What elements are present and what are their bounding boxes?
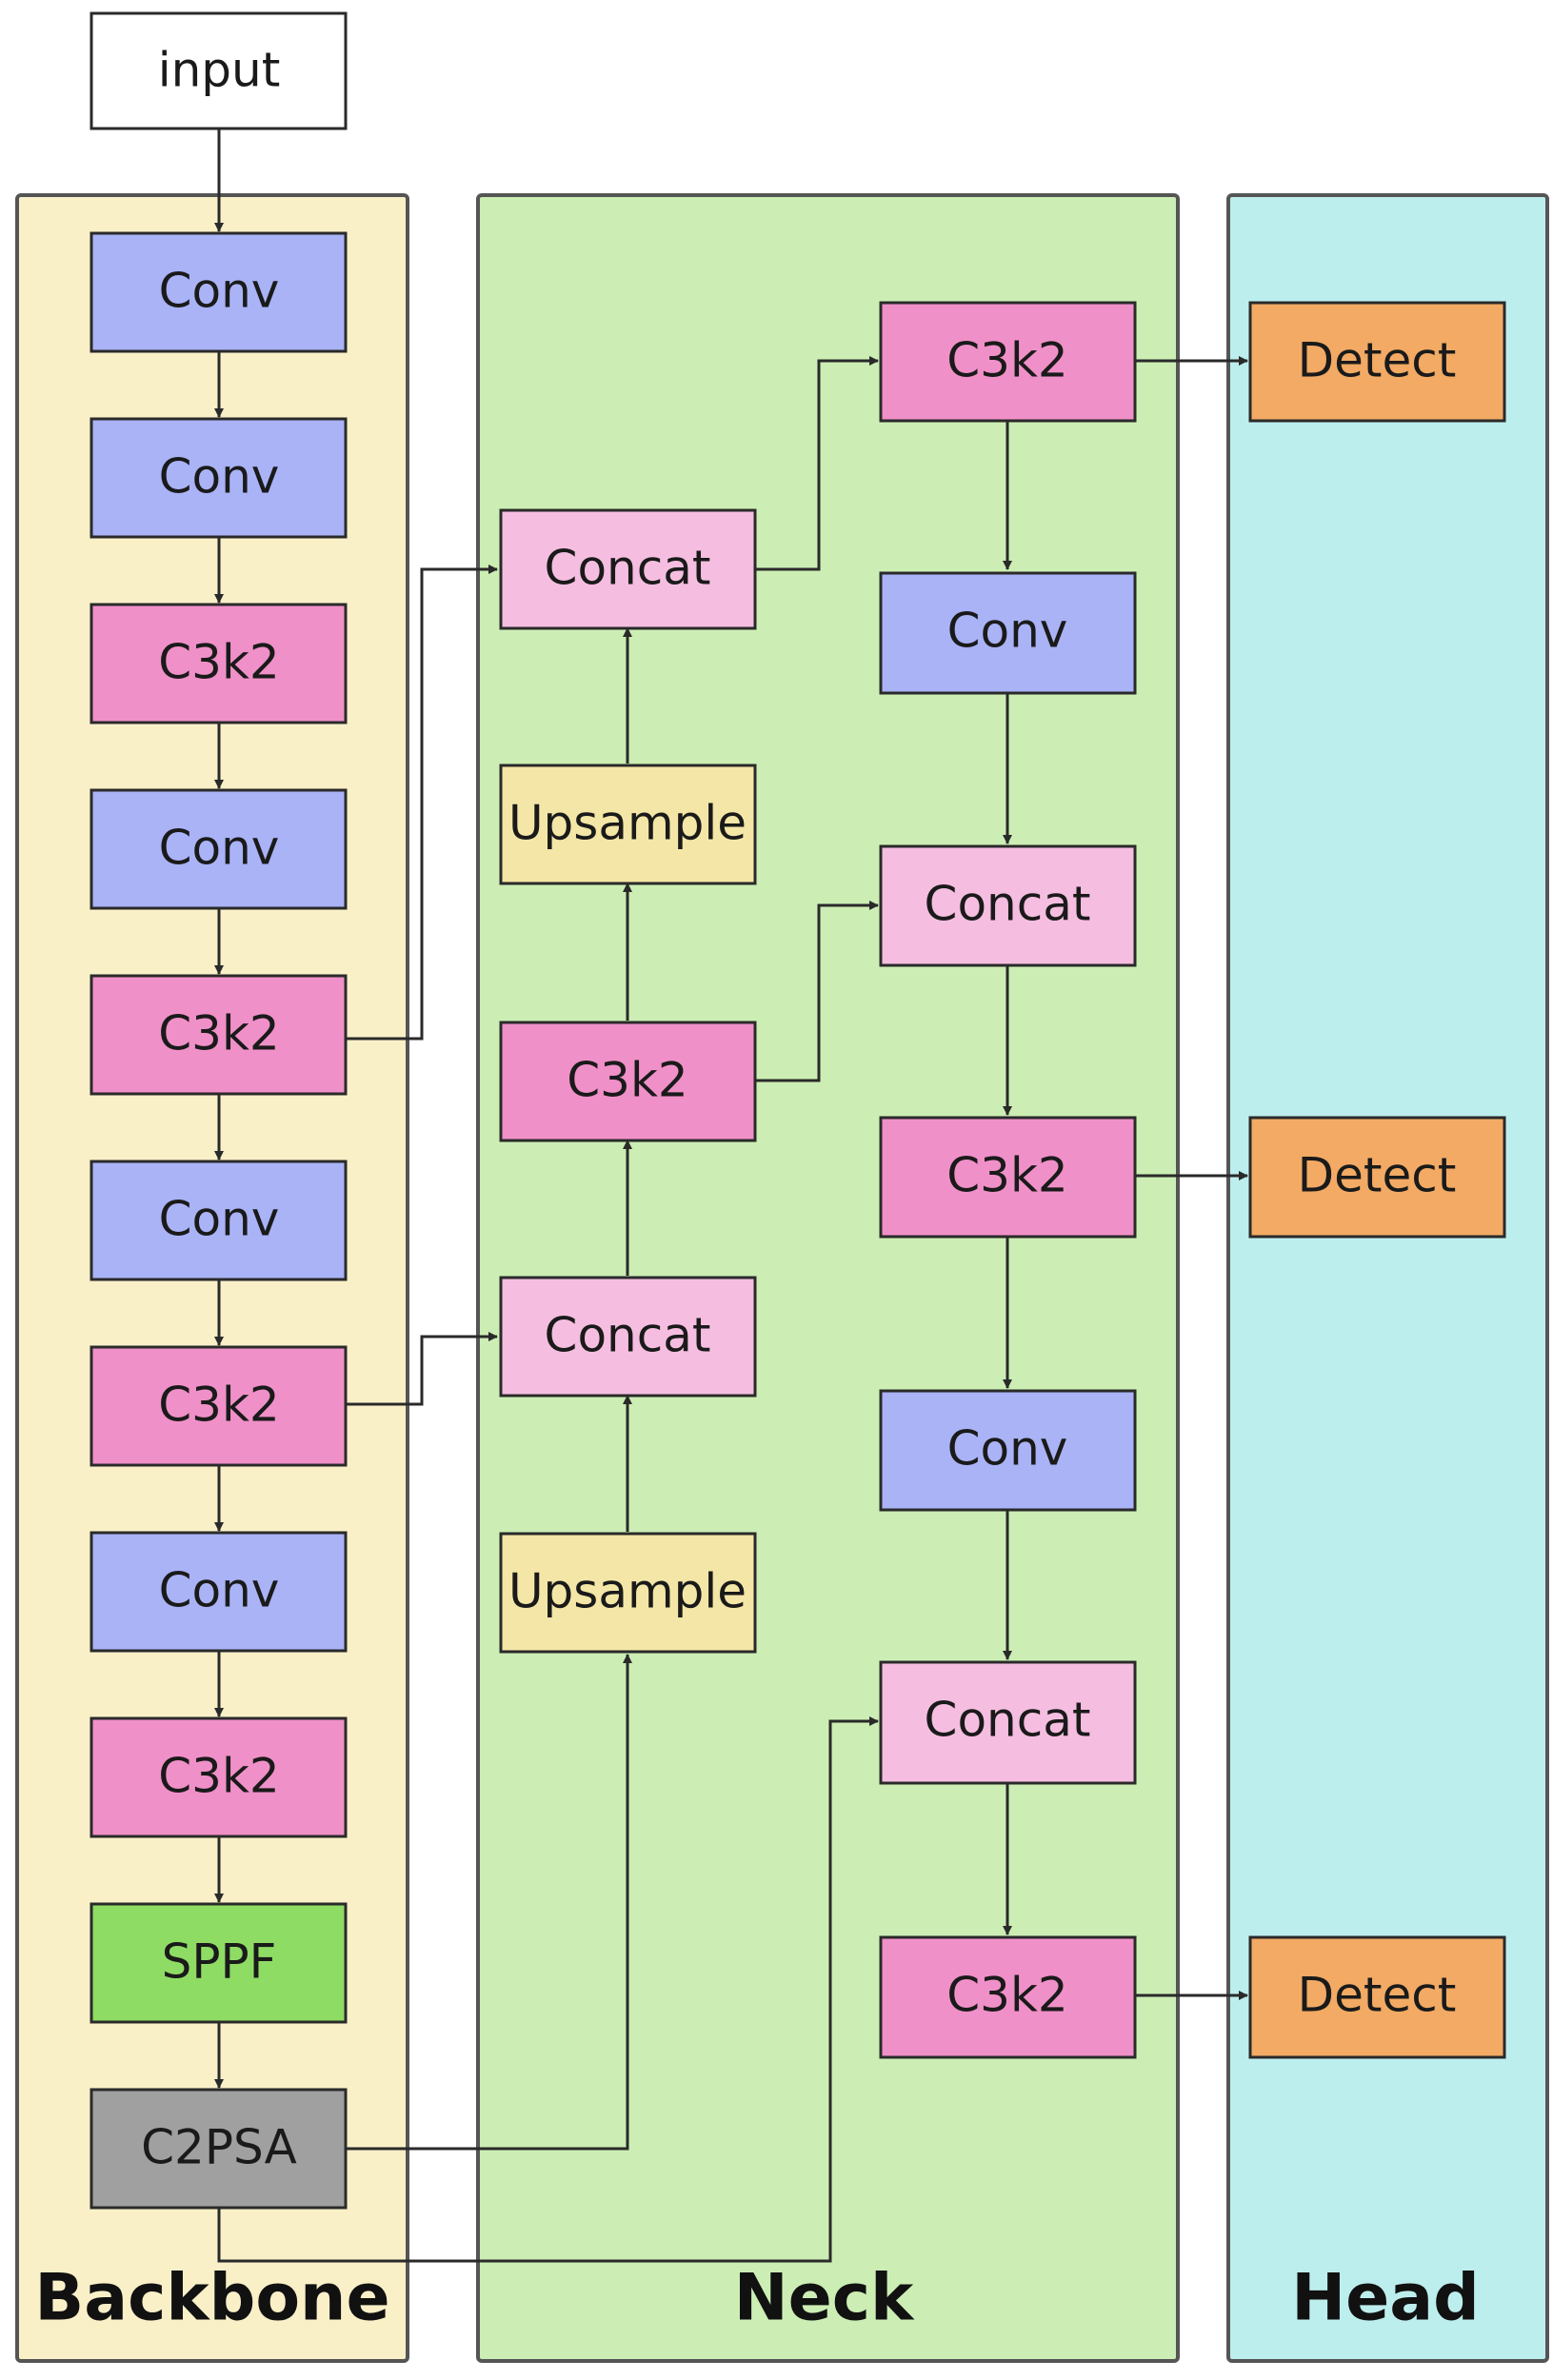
neck-concat-2-label: Concat bbox=[545, 1308, 711, 1363]
edge-c2psa-concat4 bbox=[217, 1716, 879, 2263]
backbone-conv-4-node: Conv bbox=[90, 1160, 348, 1281]
backbone-c2psa-node: C2PSA bbox=[90, 2088, 348, 2210]
backbone-conv-2-node: Conv bbox=[90, 417, 348, 539]
backbone-conv-1-node: Conv bbox=[90, 231, 348, 353]
edge-concat1-n-c3k2-2 bbox=[755, 356, 879, 571]
neck-c3k2-2-node: C3k2 bbox=[879, 301, 1137, 423]
backbone-c3k2-3-label: C3k2 bbox=[158, 1378, 280, 1433]
input-label: input bbox=[158, 43, 281, 98]
backbone-conv-3-label: Conv bbox=[159, 821, 280, 876]
neck-panel bbox=[476, 193, 1180, 2363]
neck-c3k2-1-label: C3k2 bbox=[567, 1053, 688, 1108]
backbone-sppf-node: SPPF bbox=[90, 1902, 348, 2024]
backbone-c3k2-1-node: C3k2 bbox=[90, 603, 348, 724]
neck-concat-3-label: Concat bbox=[925, 877, 1091, 932]
edge-c3k2-3-concat2 bbox=[346, 1332, 498, 1406]
input-node: input bbox=[90, 11, 348, 130]
backbone-c2psa-label: C2PSA bbox=[141, 2120, 297, 2175]
head-detect-1-node: Detect bbox=[1248, 301, 1506, 423]
neck-conv-2-label: Conv bbox=[947, 1421, 1068, 1477]
edge-c2psa-upsample2 bbox=[346, 1654, 632, 2151]
neck-c3k2-4-label: C3k2 bbox=[946, 1968, 1068, 2023]
neck-concat-3-node: Concat bbox=[879, 844, 1137, 967]
neck-upsample-2-label: Upsample bbox=[508, 1564, 747, 1619]
neck-c3k2-1-node: C3k2 bbox=[499, 1021, 757, 1142]
backbone-conv-5-label: Conv bbox=[159, 1563, 280, 1618]
backbone-c3k2-3-node: C3k2 bbox=[90, 1345, 348, 1467]
neck-c3k2-3-node: C3k2 bbox=[879, 1116, 1137, 1239]
neck-concat-1-node: Concat bbox=[499, 508, 757, 630]
neck-upsample-1-node: Upsample bbox=[499, 764, 757, 885]
neck-title: Neck bbox=[734, 2261, 915, 2336]
backbone-c3k2-1-label: C3k2 bbox=[158, 635, 280, 690]
head-detect-3-node: Detect bbox=[1248, 1935, 1506, 2059]
head-detect-1-label: Detect bbox=[1298, 333, 1457, 388]
backbone-title: Backbone bbox=[34, 2261, 389, 2336]
neck-conv-2-node: Conv bbox=[879, 1389, 1137, 1512]
neck-concat-4-node: Concat bbox=[879, 1660, 1137, 1785]
edge-c3k2-2-concat1 bbox=[346, 565, 498, 1041]
neck-concat-4-label: Concat bbox=[925, 1693, 1091, 1748]
edges bbox=[214, 129, 1248, 2263]
neck-c3k2-2-label: C3k2 bbox=[946, 333, 1068, 388]
head-detect-2-label: Detect bbox=[1298, 1148, 1457, 1203]
backbone-c3k2-2-label: C3k2 bbox=[158, 1006, 280, 1061]
neck-upsample-2-node: Upsample bbox=[499, 1532, 757, 1654]
neck-c3k2-3-label: C3k2 bbox=[946, 1148, 1068, 1203]
neck-c3k2-4-node: C3k2 bbox=[879, 1935, 1137, 2059]
backbone-sppf-label: SPPF bbox=[162, 1934, 277, 1990]
head-panel bbox=[1226, 193, 1549, 2363]
neck-upsample-1-label: Upsample bbox=[508, 796, 747, 851]
neck-conv-1-node: Conv bbox=[879, 571, 1137, 695]
backbone-conv-2-label: Conv bbox=[159, 449, 280, 505]
neck-conv-1-label: Conv bbox=[947, 604, 1068, 659]
backbone-c3k2-4-label: C3k2 bbox=[158, 1749, 280, 1804]
head-detect-2-node: Detect bbox=[1248, 1116, 1506, 1239]
neck-concat-2-node: Concat bbox=[499, 1276, 757, 1398]
neck-concat-1-label: Concat bbox=[545, 541, 711, 596]
backbone-conv-5-node: Conv bbox=[90, 1531, 348, 1653]
edge-n-c3k2-1-concat3 bbox=[755, 901, 879, 1082]
head-detect-3-label: Detect bbox=[1298, 1968, 1457, 2023]
backbone-c3k2-2-node: C3k2 bbox=[90, 974, 348, 1096]
head-title: Head bbox=[1291, 2261, 1480, 2336]
backbone-conv-3-node: Conv bbox=[90, 788, 348, 910]
backbone-conv-1-label: Conv bbox=[159, 264, 280, 319]
backbone-c3k2-4-node: C3k2 bbox=[90, 1716, 348, 1838]
backbone-conv-4-label: Conv bbox=[159, 1192, 280, 1247]
